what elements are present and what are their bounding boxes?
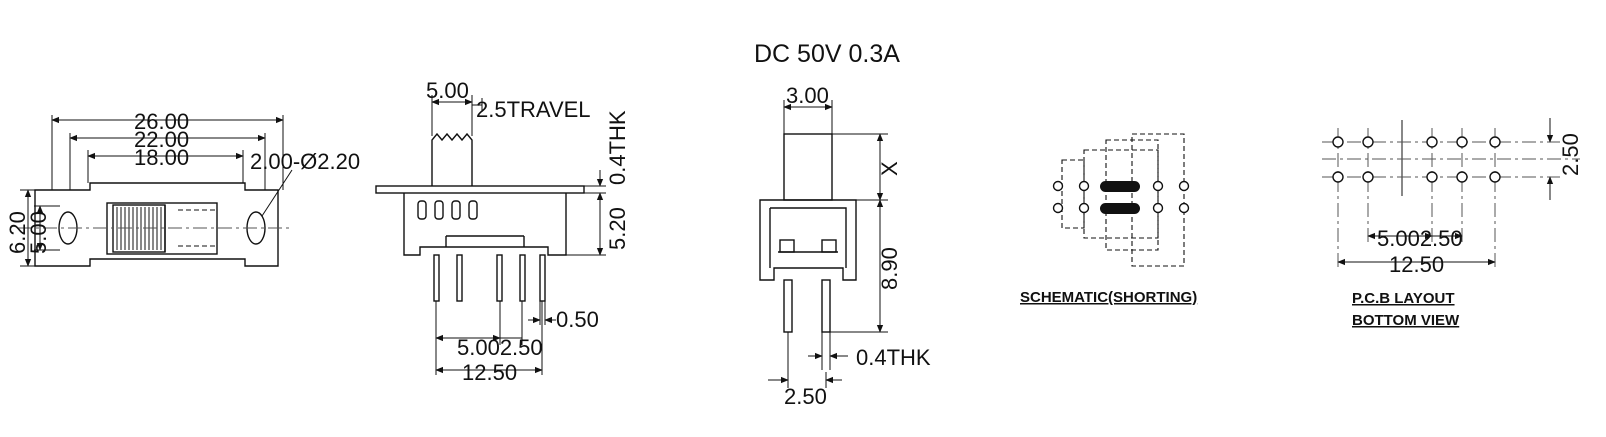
dim-thk: 0.4THK: [605, 110, 630, 185]
pcb-pad: [1426, 136, 1438, 148]
contact-dot: [1078, 180, 1090, 192]
contact-dot: [1152, 180, 1164, 192]
side-view: 5.00 2.5TRAVEL 0.4THK 5.20 0.50 5.002.50…: [375, 78, 630, 385]
dim-actuator: 5.00: [426, 78, 469, 103]
dim-pitch: 5.002.50: [457, 335, 543, 360]
pcb-pad: [1456, 171, 1468, 183]
pcb-layout: 2.50 5.002.50 12.50 P.C.B LAYOUT BOTTOM …: [1322, 118, 1583, 329]
pcb-pad: [1489, 171, 1501, 183]
contact-dot: [1152, 202, 1164, 214]
pcb-pad: [1489, 136, 1501, 148]
pcb-dim-span: 12.50: [1389, 252, 1444, 277]
dim-span: 12.50: [462, 360, 517, 385]
dim-500: 5.00: [26, 211, 51, 254]
dim-26: 26.00: [134, 109, 189, 134]
rating-title: DC 50V 0.3A: [754, 40, 900, 68]
dim-x: X: [877, 161, 902, 176]
dim-18: 18.00: [134, 145, 189, 170]
schematic: SCHEMATIC(SHORTING): [1020, 133, 1197, 306]
schematic-caption: SCHEMATIC(SHORTING): [1020, 289, 1197, 306]
dim-thk-end: 0.4THK: [856, 345, 931, 370]
pcb-pad: [1362, 171, 1374, 183]
dim-620: 6.20: [5, 211, 30, 254]
dim-22: 22.00: [134, 127, 189, 152]
dim-hole: 2.00-Ø2.20: [250, 149, 360, 174]
pcb-pad: [1456, 136, 1468, 148]
dim-890: 8.90: [877, 247, 902, 290]
pcb-dim-250: 2.50: [1558, 133, 1583, 176]
pcb-caption-1: P.C.B LAYOUT: [1352, 290, 1455, 307]
front-view: 26.00 22.00 18.00 2.00-Ø2.20 6.20 5.00: [5, 109, 360, 267]
dim-520: 5.20: [605, 207, 630, 250]
pcb-dim-pitch: 5.002.50: [1377, 226, 1463, 251]
dim-300: 3.00: [786, 83, 829, 108]
pcb-caption-2: BOTTOM VIEW: [1352, 312, 1460, 329]
pcb-pad: [1426, 171, 1438, 183]
contact-dot: [1078, 202, 1090, 214]
dim-050: 0.50: [556, 307, 599, 332]
contact-dot: [1178, 180, 1190, 192]
pcb-pad: [1332, 171, 1344, 183]
contact-dot: [1052, 180, 1064, 192]
pcb-pad: [1362, 136, 1374, 148]
dim-travel: 2.5TRAVEL: [476, 97, 591, 122]
pcb-pad: [1332, 136, 1344, 148]
end-view: 3.00 X 8.90 0.4THK 2.50: [759, 83, 931, 409]
dim-250-end: 2.50: [784, 384, 827, 409]
contact-dot: [1052, 202, 1064, 214]
contact-dot: [1178, 202, 1190, 214]
